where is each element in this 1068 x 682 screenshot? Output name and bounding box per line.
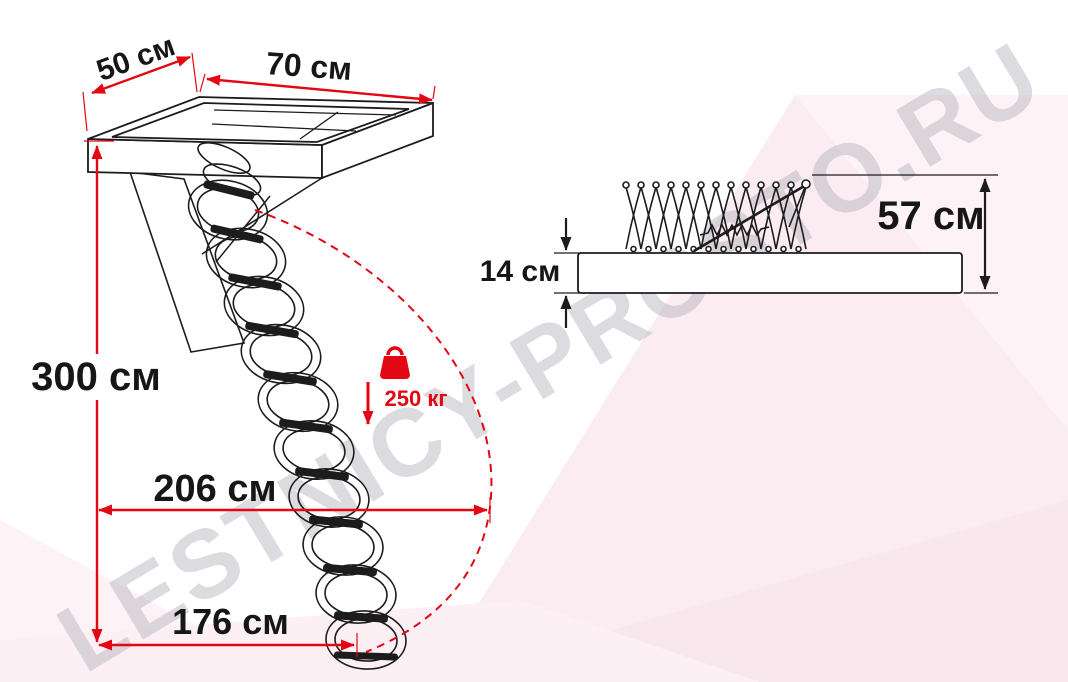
deployment-arc	[254, 209, 493, 653]
label-floor-footprint: 176 см	[172, 601, 289, 642]
side-view-box	[577, 252, 963, 294]
dimension-176	[98, 633, 358, 657]
label-swing-clearance: 206 см	[153, 468, 277, 510]
label-ceiling-height: 300 см	[20, 354, 172, 400]
hatch-box	[87, 96, 434, 180]
label-max-load: 250 кг	[384, 386, 448, 411]
label-box-thickness: 14 см	[479, 255, 561, 288]
label-folded-height: 57 см	[877, 194, 985, 238]
dimension-70	[199, 73, 436, 105]
dimension-50	[82, 52, 198, 132]
weight-icon	[380, 346, 410, 379]
ladder-steps	[203, 180, 398, 661]
scissor-ladder-chain	[187, 142, 407, 670]
dimension-14	[554, 218, 580, 328]
open-trapdoor	[128, 171, 246, 353]
dimension-57	[812, 174, 998, 294]
dimension-206	[98, 497, 491, 523]
side-view-scissor	[622, 179, 811, 253]
